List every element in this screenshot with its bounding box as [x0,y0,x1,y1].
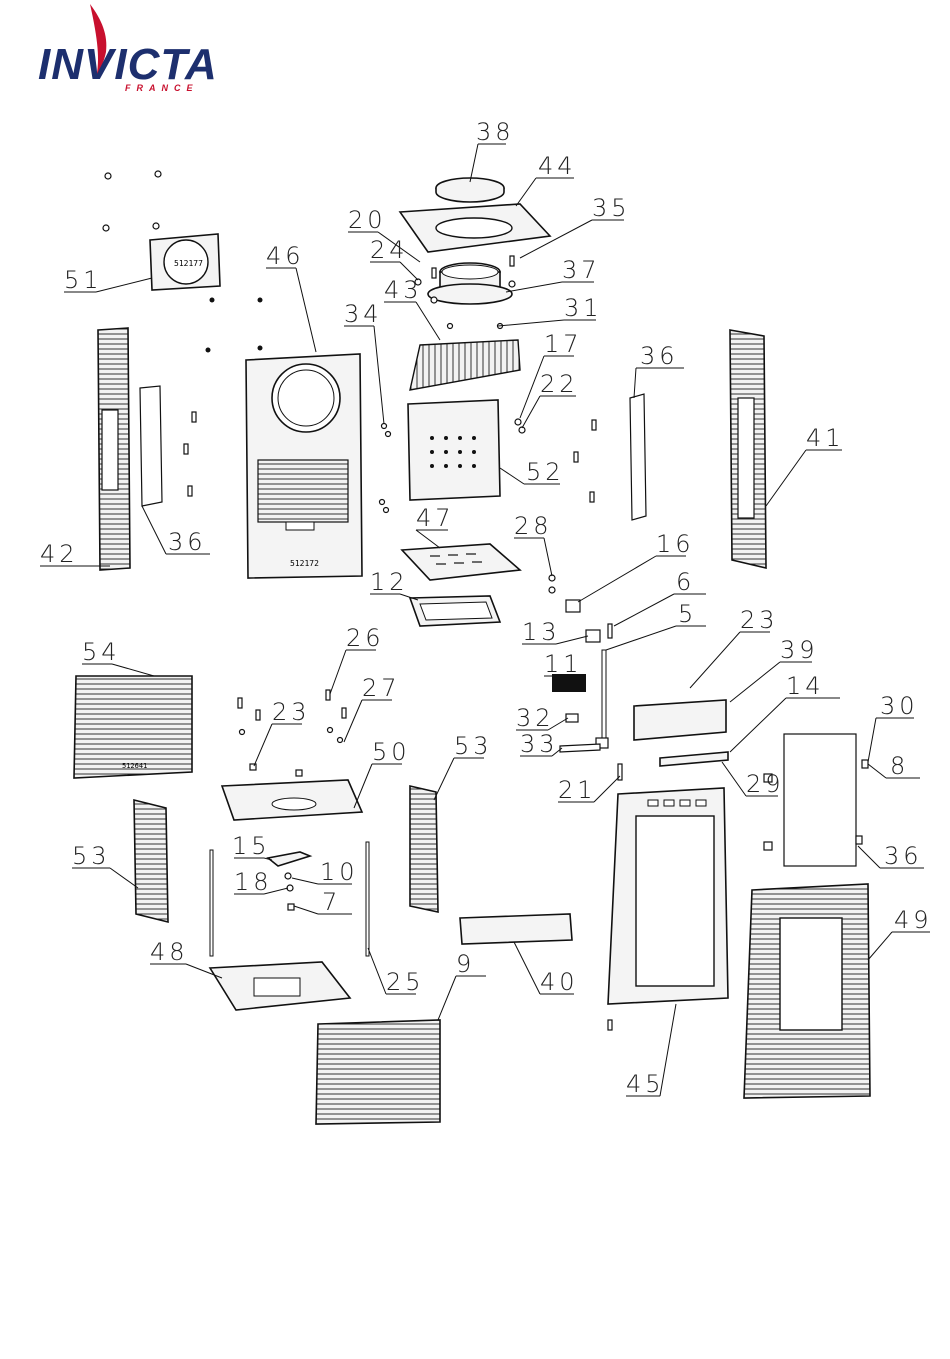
clips-left [184,412,196,496]
callout-10: 10 [320,858,359,886]
part-36-left-glass [140,386,162,506]
callout-25: 25 [386,968,425,996]
callout-31: 31 [564,294,603,322]
black-dots-left [206,298,263,353]
callout-9: 9 [456,950,475,978]
callout-22: 22 [540,370,579,398]
part-9-front-skirt [316,1020,440,1124]
callout-37: 37 [562,256,601,284]
part-49-front-panel [744,884,870,1098]
callout-53-b: 53 [72,842,111,870]
part-code-54: 512641 [122,762,147,770]
callout-36-a: 36 [640,342,679,370]
part-37-flue-collar [428,263,512,304]
callout-21: 21 [558,776,597,804]
part-14-hinge-plate [660,752,728,766]
part-54-side-panel: 512641 [74,676,192,778]
callout-26: 26 [346,624,385,652]
part-40-glass-strip [460,914,572,944]
part-43-baffle [410,340,520,390]
part-36-door-glass [784,734,856,866]
callout-36-b: 36 [168,528,207,556]
part-41-right-side-panel [730,330,766,568]
part-52-back-plate [408,400,500,500]
callout-20: 20 [348,206,387,234]
callout-23-b: 23 [272,698,311,726]
callout-43: 43 [384,276,423,304]
clips-right [574,420,596,502]
part-15-rotor [268,852,310,866]
callout-12: 12 [370,568,409,596]
callout-11: 11 [544,650,583,678]
callout-17: 17 [544,330,583,358]
callout-47: 47 [416,504,455,532]
part-53-right-panel [410,786,438,912]
callout-50: 50 [372,738,411,766]
callout-5: 5 [678,600,697,628]
callout-54: 54 [82,638,121,666]
callout-15: 15 [232,832,271,860]
callout-44: 44 [538,152,577,180]
callout-8: 8 [890,752,909,780]
callout-30: 30 [880,692,919,720]
callout-38: 38 [476,118,515,146]
part-code-51: 512177 [174,259,203,268]
callout-41: 41 [806,424,845,452]
callout-36-c: 36 [884,842,923,870]
part-45-door-frame [608,788,728,1030]
part-47-grate [402,544,520,580]
callout-34: 34 [344,300,383,328]
callout-23-a: 23 [740,606,779,634]
callout-16: 16 [656,530,695,558]
callout-7: 7 [322,888,341,916]
callout-6: 6 [676,568,695,596]
screws-51 [103,171,161,231]
callout-18: 18 [234,868,273,896]
callout-33: 33 [520,730,559,758]
callout-40: 40 [540,968,579,996]
callout-27: 27 [362,674,401,702]
part-36-right-glass [630,394,646,520]
callout-53-a: 53 [454,732,493,760]
part-53-left-panel [134,800,168,922]
callout-39: 39 [780,636,819,664]
part-12-ash-pan [410,596,500,626]
part-44-top-plate [400,204,550,252]
callout-46: 46 [266,242,305,270]
part-48-bottom-plate [210,962,350,1010]
callout-48: 48 [150,938,189,966]
part-39-bracket [634,700,726,740]
part-51-cover-plate: 512177 [150,234,220,290]
callout-32: 32 [516,704,555,732]
part-46-back-panel: 512172 [246,354,362,578]
callout-35: 35 [592,194,631,222]
callout-45: 45 [626,1070,665,1098]
part-42-left-side-panel [98,328,130,570]
callout-49: 49 [894,906,933,934]
callout-13: 13 [522,618,561,646]
callout-42: 42 [40,540,79,568]
callout-29: 29 [746,770,785,798]
callout-51: 51 [64,266,103,294]
callout-52: 52 [526,458,565,486]
callout-24: 24 [370,236,409,264]
callout-28: 28 [514,512,553,540]
part-code-46: 512172 [290,559,319,568]
part-50-base-plate [222,780,362,820]
callout-14: 14 [786,672,825,700]
